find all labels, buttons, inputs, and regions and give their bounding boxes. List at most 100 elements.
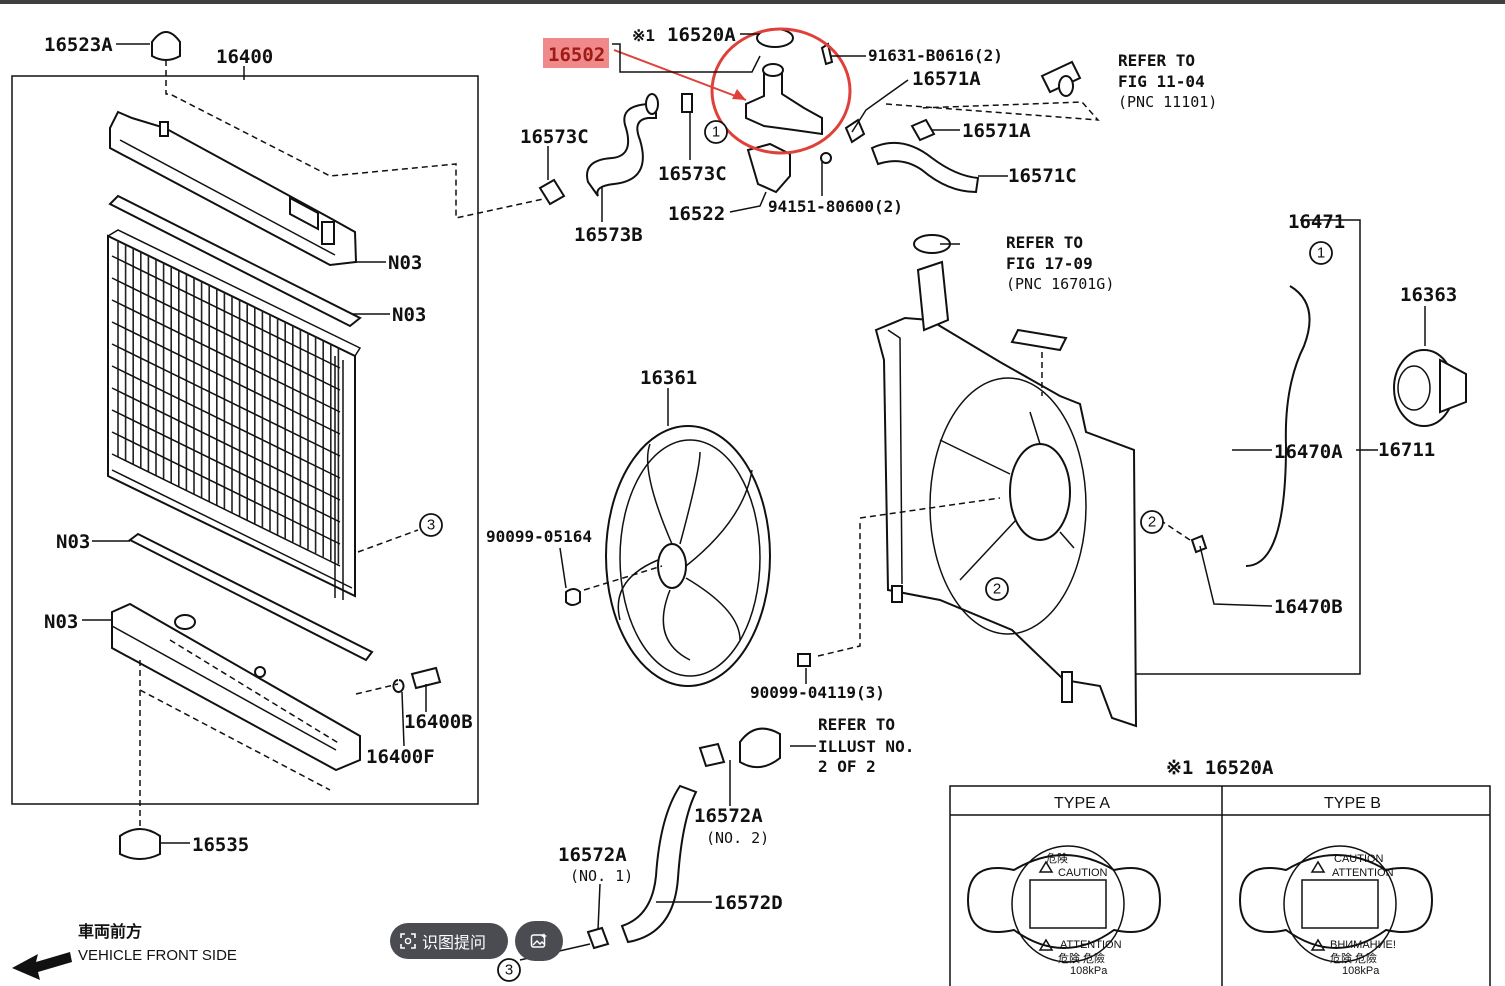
cap-b-top2: ATTENTION <box>1332 867 1394 879</box>
cap-b-bot1: ВНИМАНИЕ! <box>1330 939 1396 951</box>
radiator-lower-tank <box>111 602 361 772</box>
radiator-upper-tank <box>109 110 358 267</box>
upper-gasket <box>108 194 362 328</box>
svg-text:1: 1 <box>712 124 720 141</box>
hose-clamp-16573C-a <box>538 178 566 206</box>
label-16573C-b: 16573C <box>658 163 727 185</box>
label-16470A: 16470A <box>1274 441 1343 463</box>
label-16502[interactable]: 16502 <box>548 44 605 66</box>
cap-b-bot2: 危険 危險 <box>1330 951 1377 965</box>
label-16471: 16471 <box>1288 211 1345 233</box>
hose-stub-refer <box>1040 60 1082 94</box>
ocr-ask-label: 识图提问 <box>422 935 487 952</box>
label-n03-b: N03 <box>392 304 426 326</box>
core-tube <box>111 277 341 391</box>
overflow-hose-16470A <box>1245 285 1311 567</box>
svg-text:3: 3 <box>505 962 513 979</box>
vehicle-front-en: VEHICLE FRONT SIDE <box>78 947 237 964</box>
label-16522: 16522 <box>668 203 725 225</box>
core-tube <box>111 299 341 413</box>
cap-b-kpa: 108kPa <box>1342 965 1380 977</box>
label-n03-c: N03 <box>56 531 90 553</box>
label-16572A-b-sub: (NO. 1) <box>570 867 633 885</box>
refer-fig1104-line3: (PNC 11101) <box>1118 93 1217 111</box>
label-90099-05164: 90099-05164 <box>486 527 592 546</box>
circled-mark-1b: 1 <box>1309 241 1333 265</box>
circled-mark-2b: 2 <box>985 577 1009 601</box>
lower-hose-16572D <box>620 784 698 944</box>
label-n03-d: N03 <box>44 611 78 633</box>
label-90099-04119: 90099-04119(3) <box>750 683 885 702</box>
refer-fig1104-line2: FIG 11-04 <box>1118 72 1205 91</box>
label-16572A-a: 16572A <box>694 805 763 827</box>
cap-b-top1: CAUTION <box>1334 853 1384 865</box>
label-16571A-a: 16571A <box>912 68 981 90</box>
svg-text:2: 2 <box>1148 514 1156 531</box>
circled-mark-1a: 1 <box>704 120 728 144</box>
label-16520A-box: ※1 16520A <box>1166 757 1274 779</box>
label-16711: 16711 <box>1378 439 1435 461</box>
label-note-mark: ※1 <box>632 26 655 45</box>
svg-text:2: 2 <box>993 581 1001 598</box>
label-16572A-b: 16572A <box>558 844 627 866</box>
image-sparkle-icon <box>530 932 548 950</box>
svg-text:1: 1 <box>1317 245 1325 262</box>
label-16572A-a-sub: (NO. 2) <box>706 829 769 847</box>
radiator-group-frame <box>11 75 479 805</box>
lower-cushion <box>119 828 161 860</box>
core-tube <box>111 387 341 501</box>
label-16361: 16361 <box>640 367 697 389</box>
label-16571C: 16571C <box>1008 165 1077 187</box>
cap-a-top2: CAUTION <box>1058 867 1108 879</box>
label-16523A: 16523A <box>44 34 113 56</box>
circled-mark-3b: 3 <box>497 958 521 982</box>
svg-text:3: 3 <box>427 517 435 534</box>
label-16400F: 16400F <box>366 746 435 768</box>
label-16520A-top: 16520A <box>667 24 736 46</box>
label-16573B: 16573B <box>574 224 643 246</box>
label-16573C-a: 16573C <box>520 126 589 148</box>
label-16572D: 16572D <box>714 892 783 914</box>
cap-type-b-title: TYPE B <box>1324 795 1381 812</box>
caution-label <box>1010 328 1068 352</box>
cap-a-bot1: ATTENTION <box>1060 939 1122 951</box>
fan-shroud-16711 <box>874 234 1138 728</box>
water-outlet-16502 <box>745 63 823 194</box>
refer-fig1709-line3: (PNC 16701G) <box>1006 275 1114 293</box>
ocr-scan-icon <box>400 933 416 949</box>
label-16363: 16363 <box>1400 284 1457 306</box>
label-n03-a: N03 <box>388 252 422 274</box>
core-tube <box>111 255 341 369</box>
label-16470B: 16470B <box>1274 596 1343 618</box>
cap-type-a-title: TYPE A <box>1054 795 1110 812</box>
hose-16571C <box>870 141 980 194</box>
circled-mark-3a: 3 <box>419 513 443 537</box>
ocr-ask-button[interactable]: 识图提问 <box>390 923 508 959</box>
label-16535: 16535 <box>192 834 249 856</box>
radiator-core <box>107 229 362 600</box>
core-tube <box>111 431 341 545</box>
core-tube <box>111 453 341 567</box>
vehicle-front-cn: 車両前方 <box>78 922 142 941</box>
water-inlet <box>739 727 781 769</box>
window-top-border <box>0 0 1505 4</box>
drain-cock <box>410 666 442 690</box>
lower-gasket <box>128 532 374 662</box>
fan-motor-16363 <box>1393 349 1467 427</box>
label-94151: 94151-80600(2) <box>768 197 903 216</box>
cap-a-top1: 危険 <box>1046 852 1068 865</box>
label-16400B: 16400B <box>404 711 473 733</box>
core-tube <box>111 321 341 435</box>
highlight-circle <box>710 27 852 155</box>
circled-mark-2a: 2 <box>1140 510 1164 534</box>
label-16571A-b: 16571A <box>962 120 1031 142</box>
label-91631: 91631-B0616(2) <box>868 46 1003 65</box>
upper-cushion <box>151 31 181 61</box>
refer-fig1709-line1: REFER TO <box>1006 233 1083 252</box>
bracket-16522 <box>746 142 791 194</box>
image-ai-button[interactable] <box>515 921 563 961</box>
cap-type-box <box>949 785 1491 986</box>
refer-fig1104-line1: REFER TO <box>1118 51 1195 70</box>
cap-a-kpa: 108kPa <box>1070 965 1108 977</box>
